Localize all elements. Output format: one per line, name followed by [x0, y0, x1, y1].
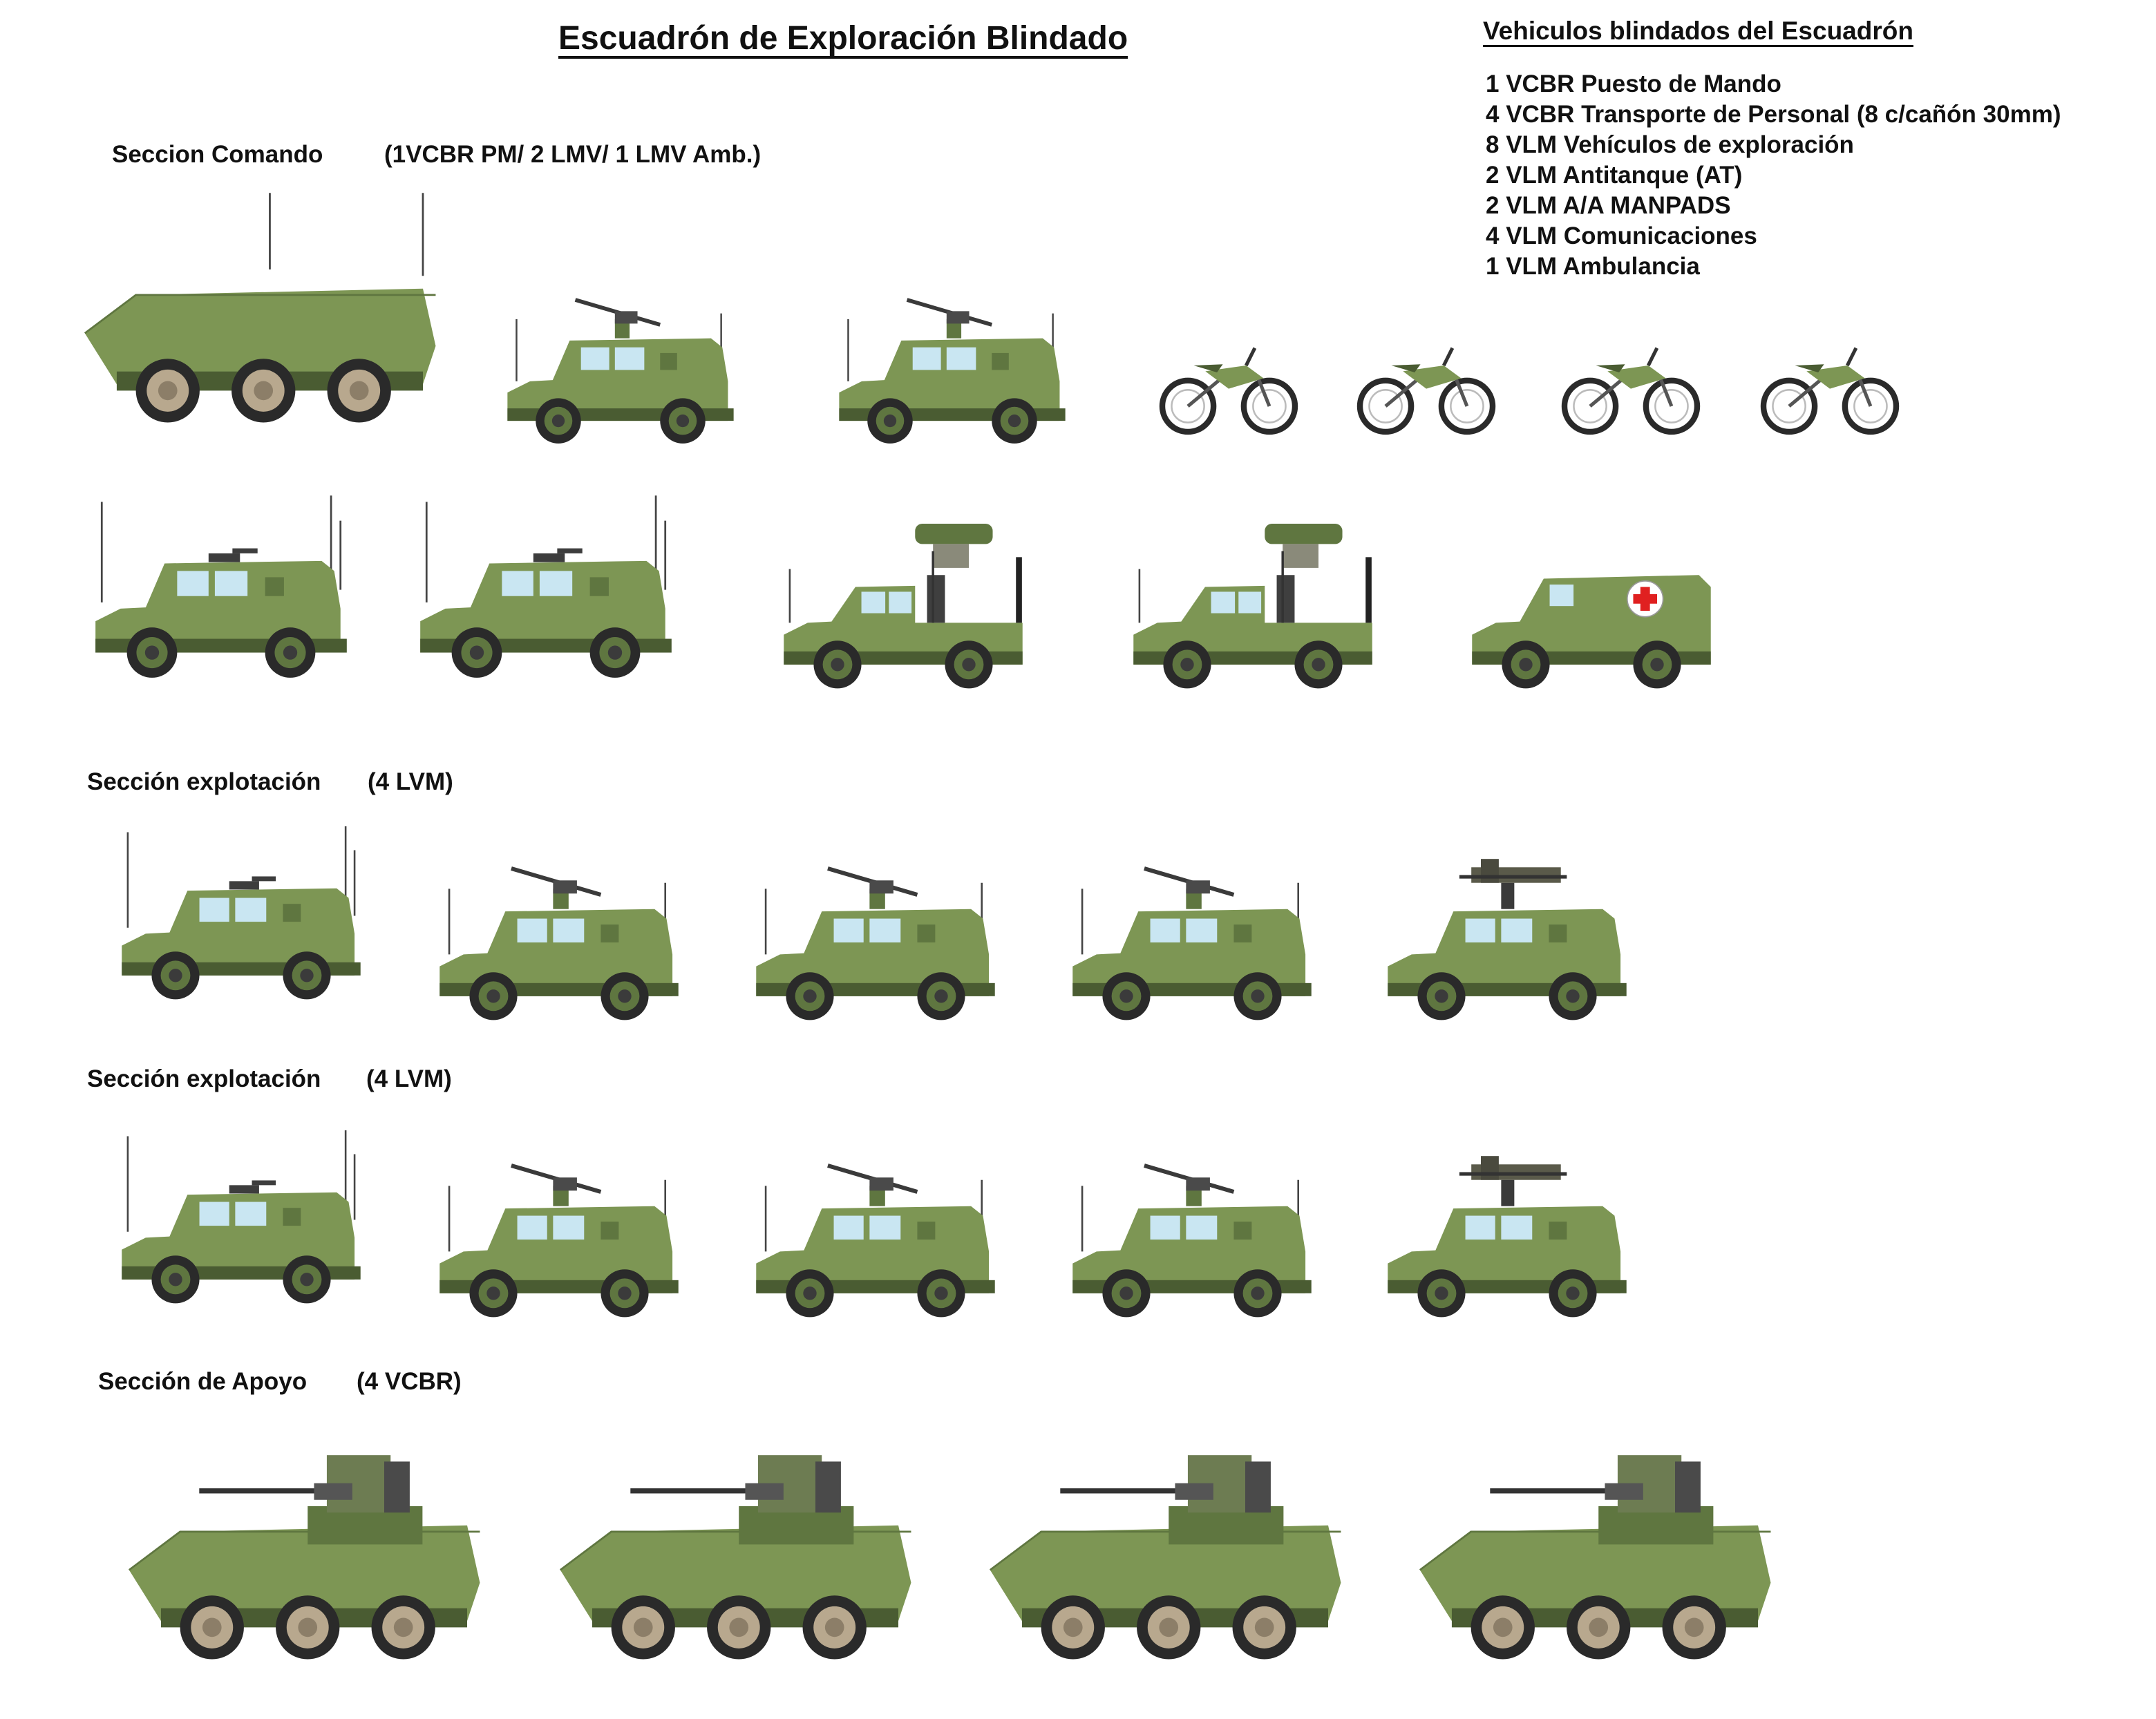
section-composition-exploitation-2: (4 LVM): [366, 1065, 452, 1092]
wheel-icon: [1417, 1269, 1466, 1318]
wheel-icon: [283, 951, 331, 1000]
vcbr-30mm-vehicle: [559, 1455, 911, 1660]
wheel-icon: [265, 627, 316, 678]
wheel-icon: [1471, 1595, 1535, 1660]
lmv-machine-gun-vehicle: [756, 866, 995, 1020]
summary-item: 4 VCBR Transporte de Personal (8 c/cañón…: [1486, 101, 2061, 128]
wheel-icon: [601, 972, 649, 1020]
wheel-icon: [786, 972, 834, 1020]
lmv-comms-vehicle: [95, 495, 347, 678]
vcbr-30mm-vehicle: [989, 1455, 1341, 1660]
summary-item: 1 VCBR Puesto de Mando: [1486, 70, 1781, 97]
wheel-icon: [1294, 640, 1343, 689]
lmv-ambulance-vehicle: [1472, 575, 1711, 689]
lmv-machine-gun-vehicle: [439, 1164, 679, 1318]
summary-item: 8 VLM Vehículos de exploración: [1486, 131, 1854, 158]
wheel-icon: [469, 1269, 518, 1318]
motorcycle-icon: [1561, 347, 1701, 435]
wheel-icon: [371, 1595, 435, 1660]
motorcycle-icon: [1159, 347, 1298, 435]
wheel-icon: [151, 1255, 200, 1304]
wheel-icon: [135, 359, 200, 423]
wheel-icon: [276, 1595, 340, 1660]
wheel-icon: [917, 1269, 965, 1318]
wheel-icon: [1549, 1269, 1597, 1318]
summary-item: 1 VLM Ambulancia: [1486, 253, 1700, 280]
wheel-icon: [1233, 1269, 1282, 1318]
vcbr-30mm-vehicle: [128, 1455, 480, 1660]
section-name-exploitation-1: Sección explotación: [87, 768, 321, 795]
wheel-icon: [992, 398, 1037, 444]
wheel-icon: [611, 1595, 675, 1660]
lmv-comms-vehicle: [122, 1130, 361, 1304]
wheel-icon: [1163, 640, 1211, 689]
lmv-machine-gun-vehicle: [507, 298, 734, 444]
wheel-icon: [536, 398, 581, 444]
section-name-command: Seccion Comando: [112, 141, 323, 168]
wheel-icon: [327, 359, 391, 423]
summary-heading: Vehiculos blindados del Escuadrón: [1483, 17, 1913, 45]
wheel-icon: [945, 640, 993, 689]
wheel-icon: [451, 627, 502, 678]
lmv-comms-vehicle: [420, 495, 672, 678]
wheel-icon: [1041, 1595, 1105, 1660]
wheel-icon: [1232, 1595, 1296, 1660]
section-composition-exploitation-1: (4 LVM): [368, 768, 453, 795]
wheel-icon: [151, 951, 200, 1000]
lmv-comms-vehicle: [122, 826, 361, 1000]
wheel-icon: [917, 972, 965, 1020]
lmv-manpads-vehicle: [784, 524, 1023, 689]
page-title: Escuadrón de Exploración Blindado: [558, 20, 1128, 57]
lmv-antitank-vehicle: [1388, 859, 1627, 1020]
wheel-icon: [180, 1595, 244, 1660]
section-name-support: Sección de Apoyo: [98, 1368, 308, 1395]
wheel-icon: [126, 627, 178, 678]
motorcycle-icon: [1356, 347, 1496, 435]
wheel-icon: [660, 398, 706, 444]
lmv-antitank-vehicle: [1388, 1156, 1627, 1318]
lmv-machine-gun-vehicle: [439, 866, 679, 1020]
vcbr-command-vehicle: [84, 193, 436, 423]
section-composition-command: (1VCBR PM/ 2 LMV/ 1 LMV Amb.): [384, 141, 762, 168]
wheel-icon: [1662, 1595, 1726, 1660]
wheel-icon: [1549, 972, 1597, 1020]
lmv-machine-gun-vehicle: [1072, 1164, 1312, 1318]
wheel-icon: [1102, 1269, 1151, 1318]
wheel-icon: [1417, 972, 1466, 1020]
summary-item: 2 VLM A/A MANPADS: [1486, 192, 1731, 219]
section-composition-support: (4 VCBR): [357, 1368, 462, 1395]
wheel-icon: [231, 359, 296, 423]
wheel-icon: [802, 1595, 867, 1660]
wheel-icon: [283, 1255, 331, 1304]
wheel-icon: [1502, 640, 1550, 689]
wheel-icon: [1567, 1595, 1631, 1660]
wheel-icon: [813, 640, 862, 689]
lmv-manpads-vehicle: [1133, 524, 1372, 689]
summary-item: 2 VLM Antitanque (AT): [1486, 162, 1743, 189]
vcbr-30mm-vehicle: [1419, 1455, 1771, 1660]
wheel-icon: [469, 972, 518, 1020]
lmv-machine-gun-vehicle: [756, 1164, 995, 1318]
lmv-machine-gun-vehicle: [1072, 866, 1312, 1020]
wheel-icon: [786, 1269, 834, 1318]
motorcycle-icon: [1760, 347, 1900, 435]
wheel-icon: [1633, 640, 1681, 689]
summary-item: 4 VLM Comunicaciones: [1486, 222, 1757, 249]
wheel-icon: [707, 1595, 771, 1660]
wheel-icon: [1233, 972, 1282, 1020]
wheel-icon: [1137, 1595, 1201, 1660]
lmv-machine-gun-vehicle: [839, 298, 1066, 444]
wheel-icon: [601, 1269, 649, 1318]
wheel-icon: [1102, 972, 1151, 1020]
summary-list: 1 VCBR Puesto de Mando 4 VCBR Transporte…: [1486, 69, 2061, 282]
wheel-icon: [867, 398, 913, 444]
wheel-icon: [589, 627, 641, 678]
section-name-exploitation-2: Sección explotación: [87, 1065, 321, 1092]
